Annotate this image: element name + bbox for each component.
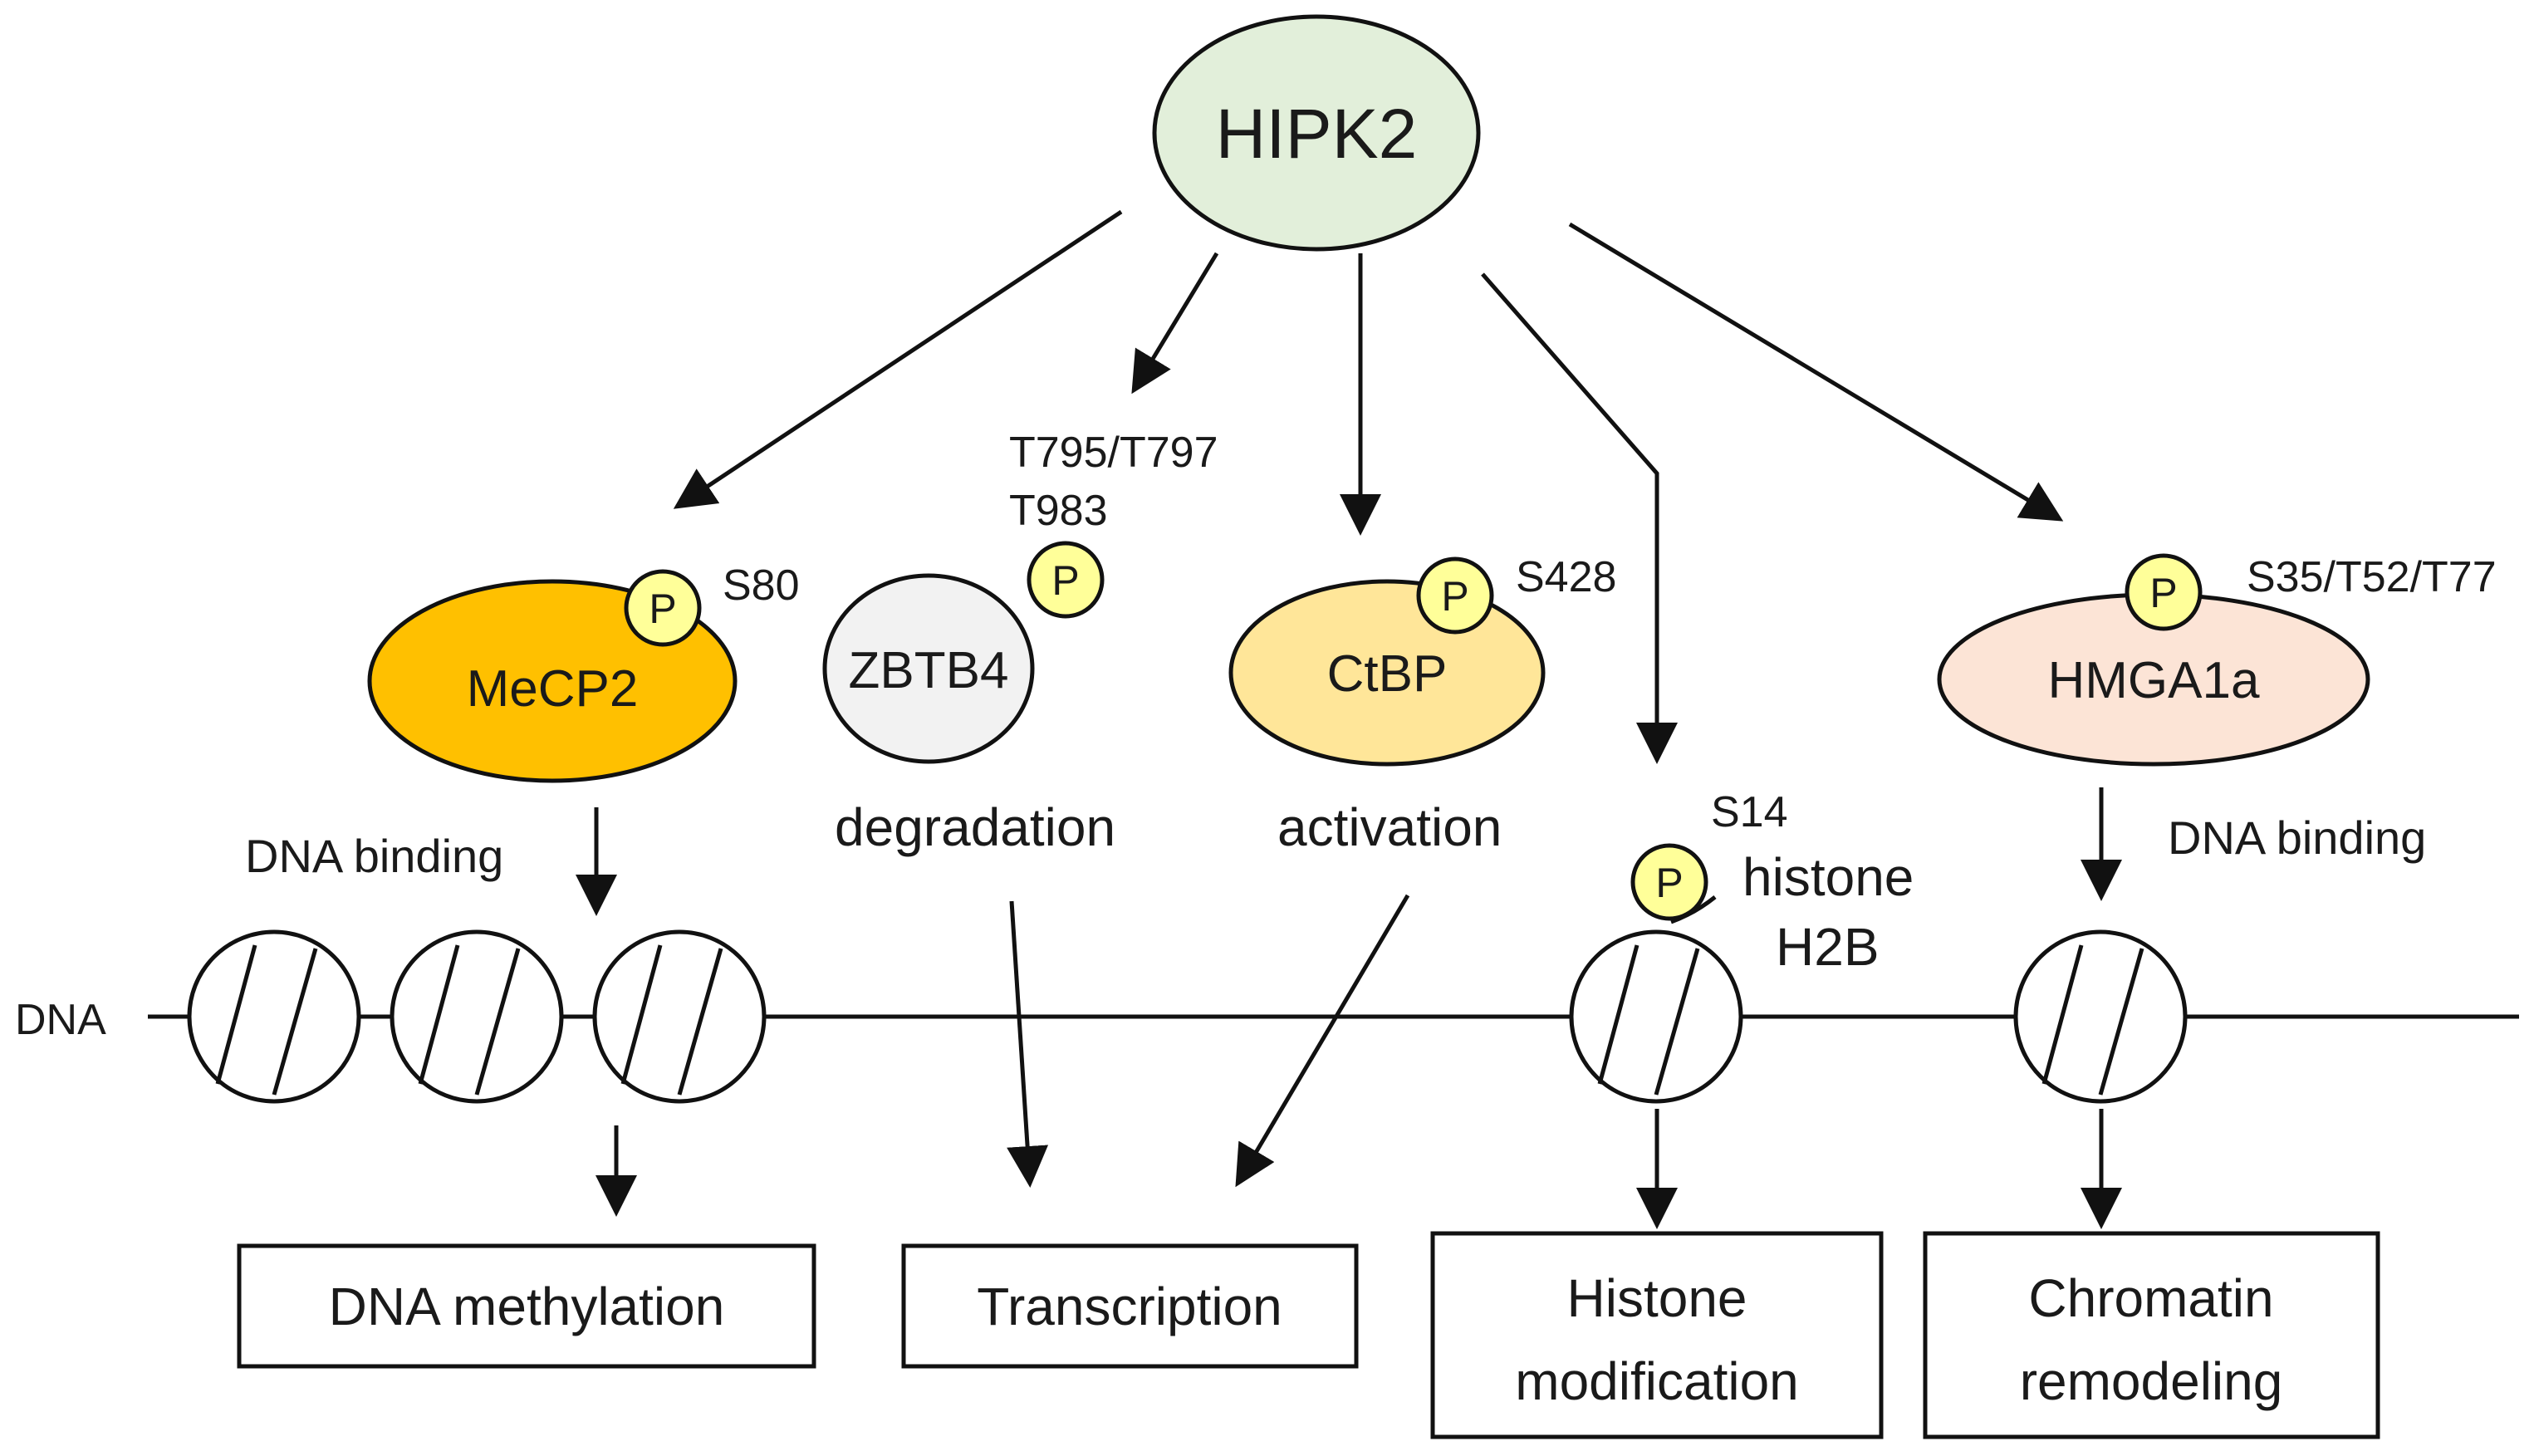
histone-h2b-phospho: P S14 histone H2B — [1630, 788, 1914, 977]
outcome-histone-modification-line1: Histone — [1567, 1268, 1747, 1328]
zbtb4-degradation-label: degradation — [835, 797, 1115, 857]
zbtb4-phospho-circle — [1027, 541, 1105, 619]
hipk2-label: HIPK2 — [1216, 95, 1418, 173]
outcome-dna-methylation-label: DNA methylation — [329, 1277, 725, 1336]
nucleosome-1 — [187, 929, 361, 1104]
nucleosome-3 — [592, 929, 767, 1104]
nucleosome-hmga1a — [2013, 929, 2188, 1104]
mecp2-label: MeCP2 — [467, 660, 639, 718]
histone-label-line1: histone — [1742, 847, 1914, 907]
zbtb4-phospho-label: P — [1051, 557, 1079, 604]
mecp2-dna-binding-label: DNA binding — [245, 830, 503, 882]
histone-label-line2: H2B — [1776, 917, 1880, 977]
outcome-histone-modification: Histone modification — [1430, 1231, 1884, 1439]
mecp2-node: MeCP2 P S80 — [367, 561, 800, 783]
outcome-histone-modification-line2: modification — [1515, 1351, 1799, 1411]
histone-phospho-circle — [1630, 843, 1708, 921]
mecp2-site: S80 — [723, 561, 800, 610]
hmga1a-node: HMGA1a P S35/T52/T77 — [1937, 553, 2497, 767]
arrow-hipk2-to-histone — [1481, 272, 1678, 764]
ctbp-phospho-label: P — [1441, 573, 1468, 620]
zbtb4-site-line1: T795/T797 — [1009, 429, 1218, 477]
hipk2-ellipse — [1152, 14, 1481, 252]
zbtb4-node: ZBTB4 P T795/T797 T983 — [822, 429, 1218, 764]
arrow-hipk2-to-zbtb4 — [1131, 252, 1219, 395]
ctbp-site: S428 — [1516, 553, 1616, 601]
mecp2-phospho-label: P — [649, 586, 676, 632]
ctbp-activation-label: activation — [1277, 797, 1502, 857]
hmga1a-label: HMGA1a — [2048, 652, 2260, 709]
outcome-chromatin-remodeling-line2: remodeling — [2020, 1351, 2283, 1411]
hipk2-node: HIPK2 — [1152, 14, 1481, 252]
ctbp-node: CtBP P S428 — [1228, 553, 1616, 767]
outcome-transcription-label: Transcription — [977, 1277, 1282, 1336]
hmga1a-phospho-circle — [2125, 553, 2203, 631]
zbtb4-site-line2: T983 — [1009, 487, 1108, 535]
hmga1a-phospho-label: P — [2149, 570, 2177, 616]
outcome-chromatin-remodeling: Chromatin remodeling — [1923, 1231, 2380, 1439]
histone-phospho-label: P — [1655, 860, 1683, 906]
zbtb4-ellipse — [822, 573, 1035, 764]
nucleosome-2 — [390, 929, 564, 1104]
mecp2-phospho-circle — [624, 569, 702, 647]
arrow-activation-to-transcription — [1235, 894, 1410, 1188]
outcome-transcription: Transcription — [901, 1243, 1359, 1369]
ctbp-phospho-circle — [1416, 556, 1494, 635]
hmga1a-site: S35/T52/T77 — [2247, 553, 2497, 601]
histone-site: S14 — [1711, 788, 1788, 836]
hmga1a-dna-binding-label: DNA binding — [2168, 811, 2426, 864]
outcome-dna-methylation: DNA methylation — [237, 1243, 816, 1369]
zbtb4-label: ZBTB4 — [849, 642, 1009, 699]
arrow-hipk2-to-hmga1a — [1568, 222, 2064, 522]
outcome-chromatin-remodeling-line1: Chromatin — [2028, 1268, 2273, 1328]
arrow-degradation-to-transcription — [1007, 900, 1049, 1188]
nucleosome-histone — [1569, 929, 1743, 1104]
dna-label: DNA — [15, 996, 106, 1044]
ctbp-label: CtBP — [1327, 645, 1448, 703]
arrow-hipk2-to-mecp2 — [673, 209, 1123, 509]
